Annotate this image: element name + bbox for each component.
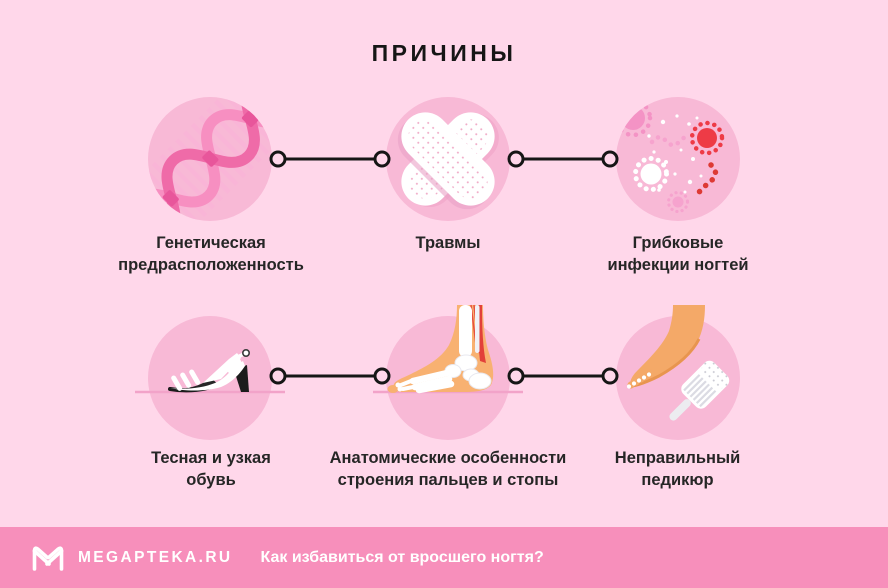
connector-line — [507, 150, 619, 168]
connector-line — [269, 150, 391, 168]
cause-label-tight-shoes: Тесная и узкая обувь — [151, 449, 271, 489]
footer-bar: MEGAPTEKA.RU Как избавиться от вросшего … — [0, 527, 888, 588]
megapteka-logo-icon — [32, 546, 64, 571]
pedicure-foot-brush-icon — [616, 305, 740, 440]
crossed-bandages-icon — [386, 97, 510, 221]
connector-line — [269, 367, 391, 385]
footer-brand-text: MEGAPTEKA.RU — [78, 548, 233, 566]
foot-anatomy-icon — [373, 304, 523, 440]
cause-label-genetics: Генетическая предрасположенность — [118, 234, 304, 274]
page-title: ПРИЧИНЫ — [371, 40, 517, 66]
footer-question-text: Как избавиться от вросшего ногтя? — [260, 548, 544, 566]
cause-label-injuries: Травмы — [415, 234, 481, 252]
fungus-microbes-icon — [616, 97, 740, 221]
connector-line — [507, 367, 619, 385]
high-heel-shoe-icon — [135, 316, 285, 440]
cause-label-fungal-infections: Грибковые инфекции ногтей — [607, 234, 749, 274]
cause-label-improper-pedicure: Неправильный педикюр — [614, 449, 741, 489]
dna-icon — [148, 97, 272, 221]
cause-label-anatomy: Анатомические особенности строения пальц… — [329, 449, 567, 489]
